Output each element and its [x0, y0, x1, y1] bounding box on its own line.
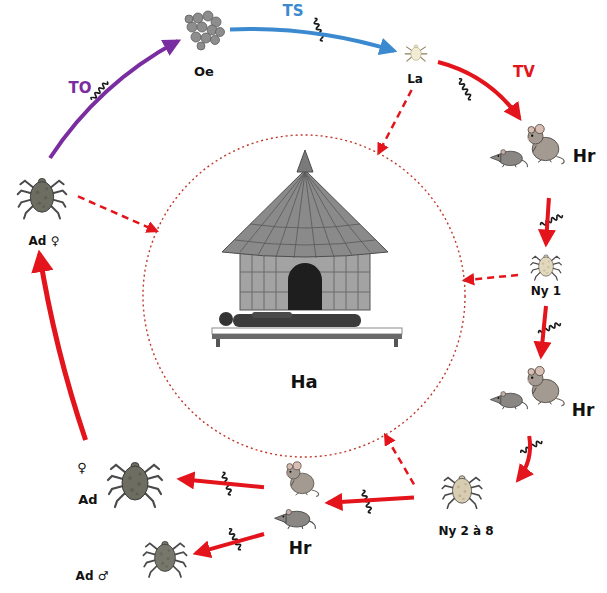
stage-label: Ad: [78, 493, 97, 507]
transmission-arrow: [50, 41, 178, 158]
transmission-arrow: [438, 62, 519, 118]
spirochete-symbol: [90, 18, 563, 551]
transmission-arrow: [196, 534, 264, 553]
shrew-figure: [490, 392, 527, 410]
transmission-arrow: [518, 436, 530, 480]
circle-outline: [141, 133, 467, 459]
transmission-arrow: [230, 29, 394, 51]
transmission-arrow: [328, 498, 414, 503]
stage-label: Hr: [289, 539, 312, 558]
larva-figure: [405, 45, 427, 61]
stage-node: Ad ♂: [66, 530, 196, 588]
stage-label: ♀: [77, 461, 87, 475]
stage-node: La: [394, 34, 438, 90]
shrew-figure: [275, 509, 316, 528]
host-circle: Ha: [141, 133, 467, 459]
adult-tick-figure: [143, 541, 186, 577]
stage-label: Ny 2 à 8: [438, 525, 493, 538]
route-label: TS: [280, 3, 305, 20]
circle-outline: [143, 135, 465, 457]
stage-label: Ha: [290, 372, 317, 392]
stage-label: Ad ♀: [29, 235, 60, 248]
stage-label: Oe: [194, 65, 214, 79]
exposure-arrow: [385, 435, 414, 484]
stage-label: Hr: [573, 147, 596, 166]
stage-node: Ny 2 à 8: [414, 458, 518, 546]
stage-node: Ny 1: [518, 244, 574, 306]
transmission-arrow: [40, 254, 86, 440]
stage-label: La: [407, 73, 423, 86]
route-label: TV: [511, 64, 537, 81]
mouse-figure: [527, 366, 564, 406]
stage-node: Hr: [482, 356, 600, 436]
stage-label: Ad ♂: [76, 570, 109, 583]
stage-label: Ny 1: [531, 285, 561, 298]
hut-figure: [222, 150, 388, 310]
exposure-arrow: [78, 196, 157, 231]
stage-label: Hr: [572, 401, 595, 420]
mouse-figure: [527, 124, 564, 164]
shrew-figure: [490, 150, 527, 168]
nymph-figure: [531, 255, 562, 280]
sleeper-figure: [212, 312, 402, 347]
stage-node: ♀ Ad: [62, 440, 180, 518]
adult-tick-figure: [18, 178, 67, 218]
transmission-arrow: [180, 479, 264, 487]
mouse-figure: [286, 462, 318, 497]
adult-tick-figure: [108, 463, 162, 508]
exposure-arrow: [464, 275, 518, 280]
transmission-arrow: [546, 198, 549, 244]
stage-node: Hr: [264, 456, 328, 560]
nymph-figure: [442, 476, 482, 509]
stage-node: Ad ♀: [8, 158, 78, 254]
route-label: TO: [67, 80, 94, 97]
exposure-arrow: [379, 90, 412, 153]
egg-cluster: [185, 11, 225, 50]
stage-node: Hr: [484, 118, 602, 198]
transmission-arrow: [541, 306, 546, 356]
stage-node: Oe: [178, 6, 230, 84]
